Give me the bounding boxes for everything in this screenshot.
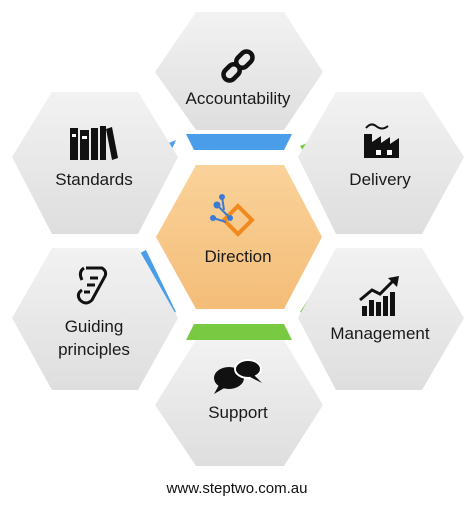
diamond-network-icon	[210, 194, 255, 237]
label-support: Support	[208, 403, 268, 422]
label-delivery: Delivery	[349, 170, 411, 189]
scroll-icon	[76, 266, 108, 305]
rising-chart-icon	[359, 276, 399, 316]
hex-standards	[12, 92, 178, 234]
hex-delivery	[298, 92, 464, 234]
connector-support	[186, 324, 292, 340]
books-icon	[70, 126, 118, 160]
label-standards: Standards	[55, 170, 133, 189]
hex-direction	[156, 165, 322, 309]
hex-management	[298, 248, 464, 390]
label-management: Management	[330, 324, 430, 343]
hex-support	[155, 340, 323, 466]
chain-link-icon	[221, 49, 255, 83]
label-guiding-line2: principles	[58, 340, 130, 359]
label-direction: Direction	[204, 247, 271, 266]
factory-icon	[364, 123, 399, 158]
label-accountability: Accountability	[186, 89, 291, 108]
hex-guiding	[12, 248, 178, 390]
label-guiding-line1: Guiding	[65, 317, 124, 336]
speech-bubbles-icon	[214, 359, 262, 394]
connector-accountability	[186, 134, 292, 150]
website-url: www.steptwo.com.au	[166, 480, 308, 497]
